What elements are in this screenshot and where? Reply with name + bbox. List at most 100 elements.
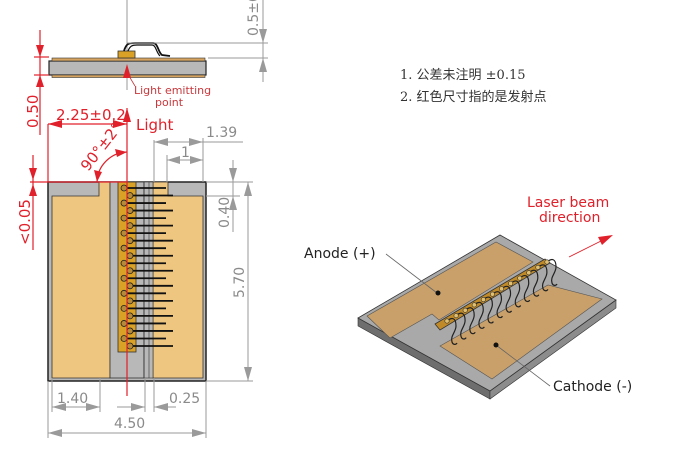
anode-dot xyxy=(435,290,441,296)
arrow xyxy=(189,138,203,146)
emitter-bond xyxy=(120,229,128,237)
anode-pad xyxy=(51,181,111,379)
light-emitting-label-2: point xyxy=(155,96,184,109)
leader-line xyxy=(128,75,136,87)
iso-emitter xyxy=(508,280,514,286)
light-label: Light xyxy=(136,116,174,134)
emitter-bond xyxy=(120,199,128,207)
dim-1-39: 1.39 xyxy=(206,125,237,141)
arrow xyxy=(36,45,44,57)
arrow xyxy=(29,168,37,180)
laser-line xyxy=(568,238,606,258)
top-view: Light 2.25±0.2 90°±2° <0.05 1.39 1 xyxy=(16,106,253,438)
dim-0-50: 0.50 xyxy=(24,95,42,128)
emitter-bond xyxy=(120,274,128,282)
emitter-bond xyxy=(126,312,134,320)
iso-cathode-pad xyxy=(439,284,603,380)
dim-2-25: 2.25±0.2 xyxy=(56,106,126,124)
side-wire xyxy=(127,44,161,57)
iso-bond-wire xyxy=(463,307,476,335)
iso-emitter xyxy=(526,270,532,276)
emitter-bond xyxy=(126,297,134,305)
dim-0-25: 0.25 xyxy=(169,391,200,407)
emitter-bond xyxy=(126,192,134,199)
emitter-bond xyxy=(126,222,134,230)
arrow xyxy=(94,170,102,182)
iso-bond-wire xyxy=(509,280,522,308)
dim-4-50: 4.50 xyxy=(114,416,145,432)
arrow xyxy=(167,156,180,164)
arrow xyxy=(229,196,237,210)
emit-arrow xyxy=(123,64,131,78)
iso-emitter xyxy=(544,259,550,265)
side-pad-top xyxy=(51,57,206,62)
anode-leader xyxy=(385,253,438,294)
iso-emitter xyxy=(499,286,505,292)
arrow xyxy=(154,138,168,146)
emitter-bond xyxy=(120,259,128,267)
emitter-bond xyxy=(120,304,128,312)
side-view: 0.50 Light emitting point 0.5±0 xyxy=(24,0,268,135)
dim-1: 1 xyxy=(181,145,190,161)
arrow xyxy=(229,168,237,182)
laser-label-1: Laser beam xyxy=(527,195,609,211)
iso-emitter xyxy=(453,313,459,319)
iso-bond-wire xyxy=(518,275,531,303)
emitter-bond xyxy=(120,214,128,222)
arrow xyxy=(48,429,62,437)
emitter-group xyxy=(120,184,173,350)
iso-anode-pad xyxy=(366,241,534,339)
iso-bond-wire xyxy=(491,291,503,319)
iso-bond-wire xyxy=(500,285,513,313)
iso-bond-wire xyxy=(445,317,458,345)
iso-emitter xyxy=(489,291,495,297)
iso-wire-group xyxy=(444,258,558,345)
arrow xyxy=(244,182,252,196)
emitter-bond xyxy=(126,267,134,275)
light-emitting-label-1: Light emitting xyxy=(134,84,211,97)
arrow xyxy=(36,75,44,87)
iso-emitter xyxy=(480,297,486,303)
emitter-bond xyxy=(120,335,128,342)
emitter-bond xyxy=(120,184,128,192)
dim-0-40: 0.40 xyxy=(217,197,233,228)
anode-label: Anode (+) xyxy=(304,246,376,262)
cathode-dot xyxy=(493,342,499,348)
iso-bond-wire xyxy=(536,264,549,292)
arrow xyxy=(190,156,203,164)
emitter-bond xyxy=(126,342,134,350)
notes: 1. 公差未注明 ±0.15 2. 红色尺寸指的是发射点 xyxy=(400,68,547,105)
arrow xyxy=(115,149,127,157)
arrow xyxy=(259,29,267,43)
side-chip xyxy=(117,50,136,59)
emitter-bond xyxy=(120,244,128,252)
arrow xyxy=(154,403,168,411)
arrow xyxy=(123,108,131,122)
arrow xyxy=(48,120,62,128)
cathode-label: Cathode (-) xyxy=(553,379,632,395)
iso-bond-wire xyxy=(527,269,540,297)
arrow xyxy=(259,58,267,72)
emitter-bond xyxy=(120,320,128,327)
cathode-leader xyxy=(495,344,551,387)
laser-arrow xyxy=(598,235,613,245)
iso-emitter xyxy=(535,264,541,270)
iso-bond-wire xyxy=(472,301,485,329)
emitter-bond xyxy=(126,327,134,335)
arrow xyxy=(29,184,37,196)
note-2: 2. 红色尺寸指的是发射点 xyxy=(400,89,547,105)
iso-bond-wire xyxy=(545,258,558,286)
arrow xyxy=(113,120,127,128)
iso-top xyxy=(357,234,617,392)
dim-5-70: 5.70 xyxy=(232,267,248,298)
iso-emitter xyxy=(462,307,468,313)
note-1: 1. 公差未注明 ±0.15 xyxy=(400,68,526,83)
dim-1-40: 1.40 xyxy=(57,391,88,407)
iso-view: Anode (+) Cathode (-) Laser beam directi… xyxy=(304,195,632,400)
emitter-bond xyxy=(126,252,134,260)
arrow xyxy=(131,403,145,411)
emitter-bond xyxy=(120,289,128,297)
arrow xyxy=(52,403,66,411)
arrow xyxy=(244,367,252,381)
iso-bond-wire xyxy=(481,296,494,324)
